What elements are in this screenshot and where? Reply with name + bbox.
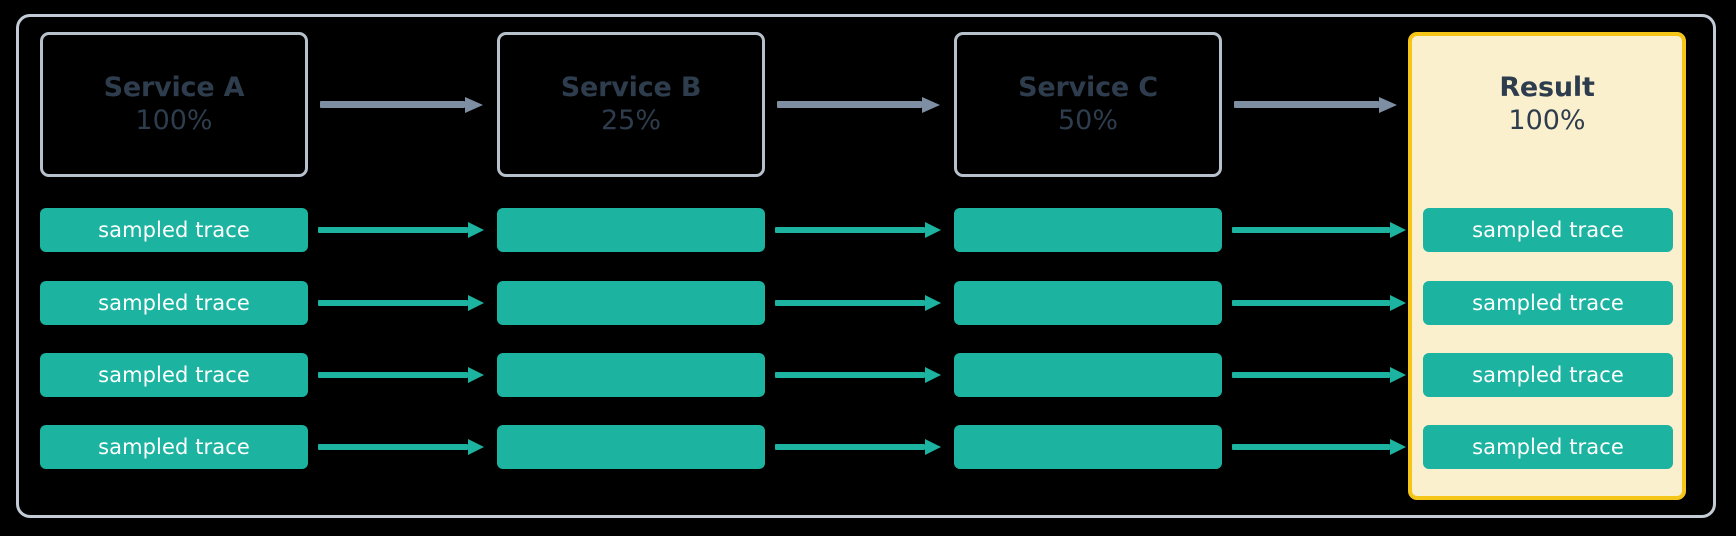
arrow-head — [468, 439, 484, 455]
arrow-shaft — [1232, 227, 1390, 233]
trace-arrow-b-to-c-2-icon — [775, 295, 941, 311]
trace-label: sampled trace — [1472, 435, 1624, 459]
arrow-head — [925, 439, 941, 455]
trace-arrow-c-to-result-4-icon — [1232, 439, 1406, 455]
trace-label: sampled trace — [1472, 363, 1624, 387]
trace-bar-a-1[interactable]: sampled trace — [40, 208, 308, 252]
trace-bar-b-4[interactable] — [497, 425, 765, 469]
trace-arrow-a-to-b-1-icon — [318, 222, 484, 238]
arrow-head — [1390, 222, 1406, 238]
arrow-head — [468, 295, 484, 311]
trace-bar-c-1[interactable] — [954, 208, 1222, 252]
arrow-head — [925, 295, 941, 311]
result-highlight-column — [1408, 32, 1686, 500]
arrow-shaft — [318, 300, 468, 306]
trace-arrow-a-to-b-4-icon — [318, 439, 484, 455]
trace-bar-result-4[interactable]: sampled trace — [1423, 425, 1673, 469]
arrow-shaft — [775, 227, 925, 233]
arrow-service-a-to-b-icon — [320, 97, 483, 113]
arrow-shaft — [318, 227, 468, 233]
trace-bar-result-3[interactable]: sampled trace — [1423, 353, 1673, 397]
arrow-shaft — [775, 300, 925, 306]
arrow-head — [922, 97, 940, 113]
arrow-shaft — [1232, 444, 1390, 450]
trace-label: sampled trace — [98, 363, 250, 387]
trace-arrow-b-to-c-3-icon — [775, 367, 941, 383]
service-box-b[interactable]: Service B 25% — [497, 32, 765, 177]
trace-arrow-c-to-result-1-icon — [1232, 222, 1406, 238]
service-box-a[interactable]: Service A 100% — [40, 32, 308, 177]
arrow-shaft — [320, 101, 465, 108]
trace-bar-c-3[interactable] — [954, 353, 1222, 397]
trace-label: sampled trace — [1472, 291, 1624, 315]
arrow-shaft — [1232, 300, 1390, 306]
trace-bar-a-3[interactable]: sampled trace — [40, 353, 308, 397]
service-c-percent: 50% — [1057, 104, 1118, 136]
arrow-shaft — [318, 372, 468, 378]
service-a-percent: 100% — [135, 104, 213, 136]
trace-bar-b-3[interactable] — [497, 353, 765, 397]
service-b-percent: 25% — [600, 104, 661, 136]
trace-bar-a-4[interactable]: sampled trace — [40, 425, 308, 469]
trace-arrow-c-to-result-2-icon — [1232, 295, 1406, 311]
arrow-head — [925, 222, 941, 238]
arrow-service-c-to-result-icon — [1234, 97, 1397, 113]
trace-arrow-a-to-b-2-icon — [318, 295, 484, 311]
trace-label: sampled trace — [1472, 218, 1624, 242]
trace-bar-b-1[interactable] — [497, 208, 765, 252]
trace-bar-result-1[interactable]: sampled trace — [1423, 208, 1673, 252]
trace-bar-c-4[interactable] — [954, 425, 1222, 469]
arrow-shaft — [1232, 372, 1390, 378]
arrow-head — [465, 97, 483, 113]
arrow-shaft — [775, 444, 925, 450]
arrow-head — [925, 367, 941, 383]
arrow-head — [468, 222, 484, 238]
arrow-head — [468, 367, 484, 383]
trace-label: sampled trace — [98, 435, 250, 459]
trace-arrow-b-to-c-1-icon — [775, 222, 941, 238]
service-a-name: Service A — [103, 71, 245, 103]
service-b-name: Service B — [560, 71, 702, 103]
trace-arrow-a-to-b-3-icon — [318, 367, 484, 383]
arrow-shaft — [777, 101, 922, 108]
outer-frame — [16, 14, 1716, 518]
arrow-head — [1390, 439, 1406, 455]
trace-bar-c-2[interactable] — [954, 281, 1222, 325]
service-c-name: Service C — [1018, 71, 1158, 103]
arrow-service-b-to-c-icon — [777, 97, 940, 113]
trace-arrow-b-to-c-4-icon — [775, 439, 941, 455]
trace-bar-result-2[interactable]: sampled trace — [1423, 281, 1673, 325]
trace-bar-a-2[interactable]: sampled trace — [40, 281, 308, 325]
arrow-shaft — [318, 444, 468, 450]
arrow-shaft — [1234, 101, 1379, 108]
trace-bar-b-2[interactable] — [497, 281, 765, 325]
trace-label: sampled trace — [98, 218, 250, 242]
arrow-shaft — [775, 372, 925, 378]
arrow-head — [1390, 295, 1406, 311]
arrow-head — [1390, 367, 1406, 383]
service-box-c[interactable]: Service C 50% — [954, 32, 1222, 177]
trace-arrow-c-to-result-3-icon — [1232, 367, 1406, 383]
arrow-head — [1379, 97, 1397, 113]
trace-label: sampled trace — [98, 291, 250, 315]
